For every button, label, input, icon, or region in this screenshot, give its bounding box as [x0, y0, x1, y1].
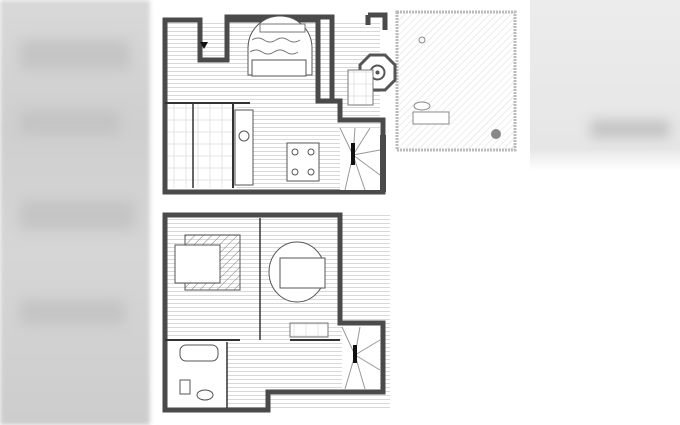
blurred-block: [20, 300, 125, 325]
terrace: [395, 10, 517, 152]
blurred-right-background: [530, 0, 680, 425]
blurred-block: [590, 120, 670, 138]
balcony-table: [347, 69, 374, 106]
outdoor-light-icon: [418, 36, 426, 44]
blurred-left-background: [0, 0, 150, 425]
upper-floor: [162, 12, 397, 195]
sun-lounger: [412, 111, 450, 125]
entrance-arrow-icon: [200, 42, 208, 49]
floor-plan: [162, 10, 517, 413]
blurred-block: [20, 110, 120, 135]
boat-ornament-icon: [413, 101, 431, 111]
lower-floor: [162, 212, 390, 413]
bathtub: [179, 344, 219, 362]
double-bed: [279, 257, 326, 289]
sink-icon: [196, 389, 214, 401]
staircase: [339, 127, 381, 191]
stove-icon: [238, 130, 250, 142]
blurred-block: [20, 200, 135, 230]
staircase: [341, 326, 381, 390]
kitchen-counter: [234, 109, 254, 186]
blurred-block: [20, 40, 130, 70]
plant-icon: [491, 129, 501, 139]
dining-table: [286, 142, 320, 182]
tv-unit: [259, 23, 306, 33]
double-bed: [174, 244, 221, 284]
sofa: [251, 59, 307, 77]
bathroom: [167, 103, 237, 188]
living-rug: [249, 37, 301, 55]
toilet-icon: [179, 379, 191, 395]
dresser: [289, 322, 329, 338]
